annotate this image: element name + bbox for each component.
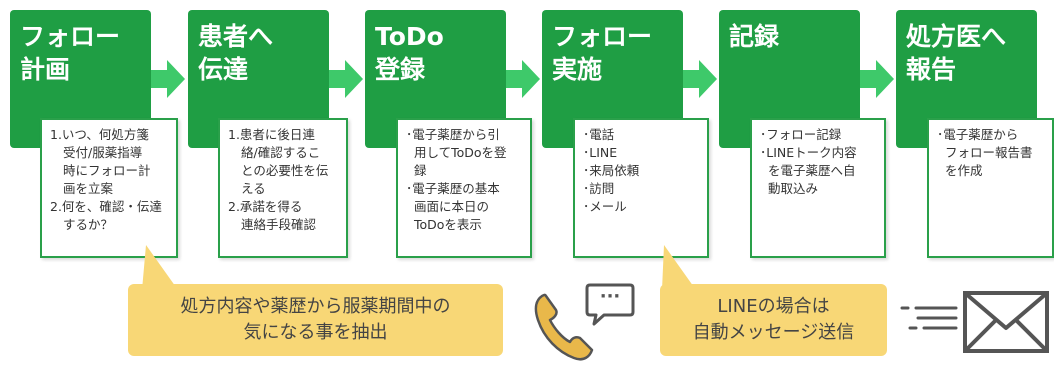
step-6-body: ･電子薬歴から フォロー報告書 を作成 (927, 118, 1054, 258)
step-4-body-line: ･メール (583, 199, 627, 214)
step-1-body-line: 2.何を、確認・伝達 (50, 199, 162, 214)
step-2-body-line: 連絡手段確認 (241, 217, 317, 232)
step-2-body-line: 2.承諾を得る (228, 199, 303, 214)
step-2-body-line: える (241, 181, 266, 196)
callout-1-line-1: 処方内容や薬歴から服薬期間中の (180, 296, 451, 317)
step-2-body: 1.患者に後日連 絡/確認するこ との必要性を伝 える 2.承諾を得る 連絡手段… (218, 118, 348, 258)
step-4-title-line-2: 実施 (552, 55, 603, 84)
step-5-title-line-1: 記録 (729, 22, 780, 51)
callout-2-pointer (662, 245, 696, 290)
flow-arrow-5 (860, 60, 894, 98)
flow-arrow-2 (329, 60, 363, 98)
step-1-body-line: 1.いつ、何処方箋 (50, 127, 149, 142)
step-1-title-line-2: 計画 (20, 55, 71, 84)
step-2-body-line: との必要性を伝 (241, 163, 329, 178)
phone-icon (534, 293, 594, 361)
step-6-body-line: ･電子薬歴から (937, 127, 1019, 142)
step-6-body-line: フォロー報告書 (945, 145, 1033, 160)
envelope-icon (963, 291, 1049, 353)
step-2-title-line-2: 伝達 (198, 55, 249, 84)
callout-line-auto-message: LINEの場合は 自動メッセージ送信 (660, 284, 887, 356)
callout-2-line-1: LINEの場合は (717, 296, 830, 317)
step-3-body-line: 録 (414, 163, 427, 178)
step-2-title-line-1: 患者へ (198, 22, 274, 51)
step-6-body-line: を作成 (945, 163, 983, 178)
step-4-body: ･電話 ･LINE ･来局依頼 ･訪問 ･メール (573, 118, 709, 258)
step-3-header: ToDo 登録 (365, 10, 506, 148)
step-1-body-line: するか？ (63, 217, 114, 232)
step-3-body-line: ToDoを表示 (414, 217, 482, 232)
step-3-body-line: 画面に本日の (414, 199, 490, 214)
step-4-body-line: ･LINE (583, 145, 618, 160)
step-5-body-line: を電子薬歴へ自 (768, 163, 856, 178)
step-5-body: ･フォロー記録 ･LINEトーク内容 を電子薬歴へ自 動取込み (750, 118, 886, 258)
flow-arrow-1 (151, 60, 185, 98)
step-5-body-line: ･フォロー記録 (760, 127, 842, 142)
step-1-body: 1.いつ、何処方箋 受付/服薬指導 時にフォロー計 画を立案 2.何を、確認・伝… (40, 118, 178, 258)
step-1-body-line: 時にフォロー計 (63, 163, 151, 178)
step-2-body-line: 1.患者に後日連 (228, 127, 315, 142)
step-4-title-line-1: フォロー (552, 22, 653, 51)
step-3-body-line: ･電子薬歴から引 (406, 127, 500, 142)
step-2-body-line: 絡/確認するこ (241, 145, 321, 160)
flow-arrow-3 (506, 60, 540, 98)
step-4-body-line: ･電話 (583, 127, 615, 142)
step-4-body-line: ･来局依頼 (583, 163, 640, 178)
chat-bubble-dots: ··· (599, 286, 621, 307)
step-3-title-line-1: ToDo (375, 22, 444, 51)
callout-1-pointer (142, 245, 178, 290)
step-3-body: ･電子薬歴から引 用してToDoを登 録 ･電子薬歴の基本 画面に本日の ToD… (396, 118, 532, 258)
chat-bubble-icon (585, 283, 635, 326)
step-1-body-line: 画を立案 (63, 181, 114, 196)
step-5-body-line: 動取込み (768, 181, 819, 196)
callout-extract-concerns: 処方内容や薬歴から服薬期間中の 気になる事を抽出 (128, 284, 503, 356)
callout-1-line-2: 気になる事を抽出 (243, 322, 388, 343)
step-4-body-line: ･訪問 (583, 181, 615, 196)
flow-arrow-4 (683, 60, 717, 98)
step-1-body-line: 受付/服薬指導 (63, 145, 143, 160)
step-6-title-line-1: 処方医へ (906, 22, 1007, 51)
step-3-body-line: 用してToDoを登 (414, 145, 507, 160)
step-6-title-line-2: 報告 (906, 55, 957, 84)
step-5-body-line: ･LINEトーク内容 (760, 145, 857, 160)
step-3-title-line-2: 登録 (375, 55, 426, 84)
speed-lines-icon (900, 306, 958, 330)
callout-2-line-2: 自動メッセージ送信 (692, 322, 855, 343)
step-3-body-line: ･電子薬歴の基本 (406, 181, 500, 196)
step-1-title-line-1: フォロー (20, 22, 121, 51)
